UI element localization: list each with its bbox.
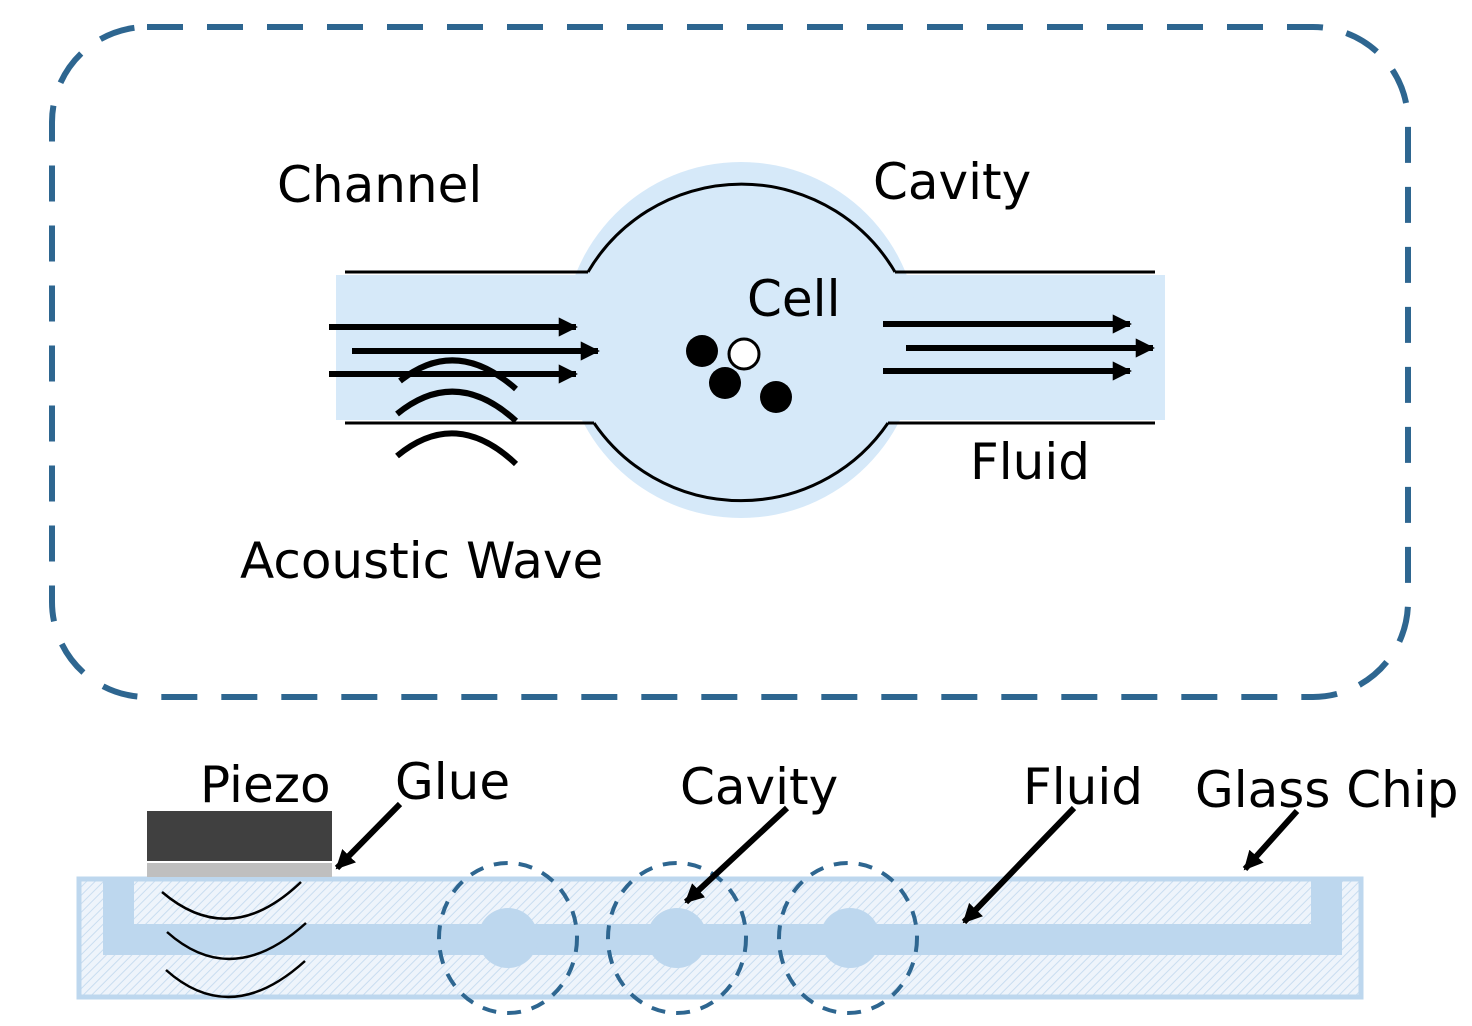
glass-chip-pointer-arrow — [1242, 808, 1300, 872]
piezo-element — [147, 811, 332, 861]
fluid-inlet-riser — [103, 881, 134, 955]
side-acoustic-arc — [161, 881, 302, 920]
side-acoustic-arc — [166, 922, 307, 961]
cavity-highlight — [606, 861, 748, 1015]
cavity-pointer-arrow — [683, 805, 790, 905]
top-view: Channel Cavity Cell Fluid Acoustic Wave — [49, 24, 1411, 700]
label-cell: Cell — [747, 270, 840, 328]
label-acoustic-wave: Acoustic Wave — [240, 532, 603, 590]
side-view: Piezo Glue Cavity Fluid Glass Chip — [76, 753, 1459, 1015]
acoustic-wave-arc — [395, 388, 519, 424]
cavity-wall-bottom — [592, 422, 890, 503]
cavity-wall-top — [586, 182, 897, 273]
cavity-highlight — [777, 861, 919, 1015]
side-acoustic-arc — [165, 960, 306, 999]
glue-pointer-arrow — [334, 801, 403, 871]
fluid-channel — [103, 924, 1342, 955]
glue-layer — [147, 863, 332, 877]
dashed-frame — [49, 24, 1411, 700]
side-cavity — [820, 908, 880, 968]
cell-filled — [760, 381, 792, 413]
label-fluid-top: Fluid — [970, 433, 1090, 491]
fluid-outlet-riser — [1311, 881, 1342, 955]
cavity-highlight — [437, 861, 579, 1015]
cell-filled — [709, 367, 741, 399]
label-glass-chip: Glass Chip — [1195, 761, 1459, 819]
label-channel: Channel — [277, 156, 482, 214]
acoustic-wave-arc — [398, 357, 518, 392]
label-cavity-side: Cavity — [680, 758, 838, 816]
cell-hollow — [727, 337, 761, 371]
label-piezo: Piezo — [200, 756, 331, 814]
side-cavity — [478, 908, 538, 968]
acoustic-wave-arc — [395, 430, 519, 467]
label-cavity-top: Cavity — [873, 153, 1031, 211]
label-glue: Glue — [395, 753, 510, 811]
label-fluid-side: Fluid — [1023, 758, 1143, 816]
cell-filled — [686, 335, 718, 367]
side-cavity — [647, 908, 707, 968]
fluid-pointer-arrow — [961, 805, 1077, 925]
